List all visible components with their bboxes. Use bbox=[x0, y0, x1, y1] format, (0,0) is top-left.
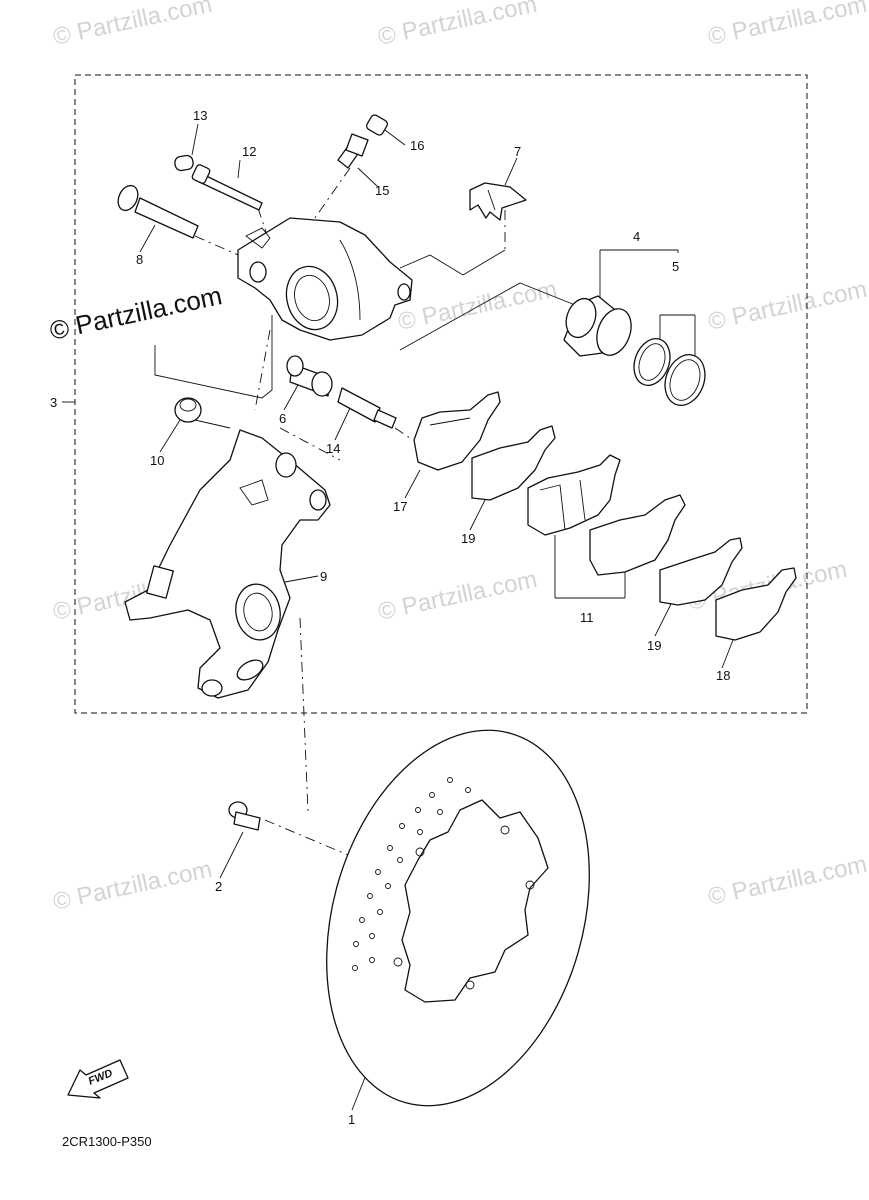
callout-19-lower: 19 bbox=[647, 638, 661, 653]
disc-holes bbox=[352, 777, 535, 990]
part-7-clip bbox=[469, 182, 527, 221]
caliper-assembly-boundary bbox=[74, 74, 808, 714]
part-13-dust-cap bbox=[174, 154, 194, 172]
part-15-bleed-screw bbox=[337, 133, 369, 169]
callout-12: 12 bbox=[242, 144, 256, 159]
watermark: © Partzilla.com bbox=[51, 0, 215, 51]
part-4-piston bbox=[563, 295, 632, 357]
watermark: © Partzilla.com bbox=[706, 0, 869, 51]
part-18-shim bbox=[715, 567, 797, 641]
callout-10: 10 bbox=[150, 453, 164, 468]
callout-16: 16 bbox=[410, 138, 424, 153]
part-8-bolt bbox=[117, 184, 199, 239]
callout-3: 3 bbox=[50, 395, 57, 410]
part-11-brake-pads bbox=[527, 454, 686, 576]
callout-2: 2 bbox=[215, 879, 222, 894]
callout-5: 5 bbox=[672, 259, 679, 274]
callout-13: 13 bbox=[193, 108, 207, 123]
part-2-disc-screw bbox=[228, 801, 261, 831]
callout-15: 15 bbox=[375, 183, 389, 198]
part-3-caliper-body bbox=[237, 217, 413, 341]
part-19-insulator-lower bbox=[659, 537, 743, 606]
callout-labels: 1 2 3 4 5 6 7 8 9 10 11 12 13 14 15 16 1… bbox=[50, 108, 730, 1127]
callout-17: 17 bbox=[393, 499, 407, 514]
callout-6: 6 bbox=[279, 411, 286, 426]
part-16-cap bbox=[366, 114, 388, 136]
callout-9: 9 bbox=[320, 569, 327, 584]
callout-18: 18 bbox=[716, 668, 730, 683]
part-6-sleeve bbox=[286, 355, 333, 397]
watermark: © Partzilla.com bbox=[706, 276, 869, 336]
part-5-seals bbox=[633, 338, 706, 406]
callout-1: 1 bbox=[348, 1112, 355, 1127]
fwd-arrow-icon: FWD bbox=[67, 1059, 129, 1099]
part-17-shim bbox=[413, 391, 501, 471]
callout-4: 4 bbox=[633, 229, 640, 244]
part-19-insulator-upper bbox=[471, 425, 556, 501]
part-9-caliper-bracket bbox=[124, 429, 331, 699]
part-14-pin bbox=[337, 387, 397, 429]
leader-lines bbox=[139, 123, 734, 1111]
callout-11: 11 bbox=[580, 610, 594, 625]
watermark: © Partzilla.com bbox=[706, 851, 869, 911]
callout-8: 8 bbox=[136, 252, 143, 267]
watermark: © Partzilla.com bbox=[376, 0, 540, 51]
watermark: © Partzilla.com bbox=[376, 566, 540, 626]
part-10-bushing bbox=[174, 397, 202, 423]
watermark: © Partzilla.com bbox=[396, 276, 560, 336]
watermark: © Partzilla.com bbox=[51, 856, 215, 916]
watermark-prominent: © Partzilla.com bbox=[47, 280, 225, 346]
callout-14: 14 bbox=[326, 441, 340, 456]
diagram-code: 2CR1300-P350 bbox=[62, 1134, 152, 1149]
callout-7: 7 bbox=[514, 144, 521, 159]
part-12-pin bbox=[191, 164, 263, 211]
callout-19-upper: 19 bbox=[461, 531, 475, 546]
part-1-brake-disc bbox=[326, 729, 590, 1107]
